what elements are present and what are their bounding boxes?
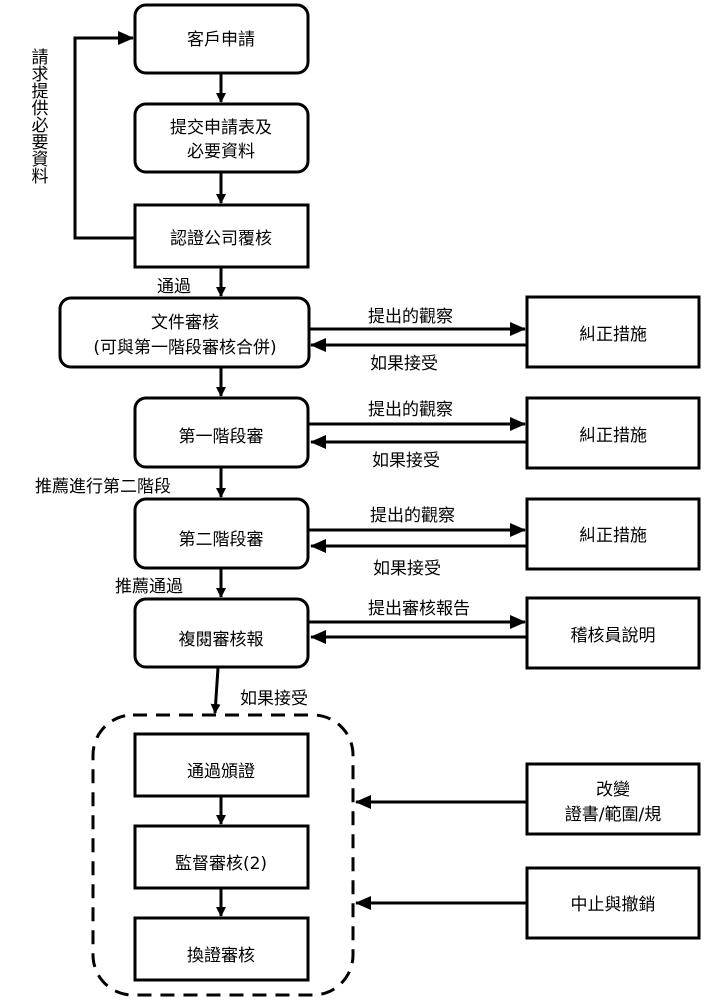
vertical-arrows (210, 74, 226, 917)
submit-line1-text: 提交申請表及 (170, 118, 272, 138)
box-customer-apply: 客戶申請 (133, 3, 310, 75)
label-recommend-stage2: 推薦進行第二階段 (35, 477, 171, 497)
surveillance-text: 監督審核(2) (175, 854, 267, 874)
corrective1-text: 糾正措施 (579, 325, 647, 345)
change-line1-text: 改變 (596, 780, 630, 800)
cert-review-text: 認證公司覆核 (170, 229, 272, 249)
arrow-report-to-certified (210, 667, 221, 714)
label-recommend-pass: 推薦通過 (115, 577, 183, 597)
box-surveillance-audit: 監督審核(2) (133, 824, 310, 890)
corrective2-text: 糾正措施 (579, 426, 647, 446)
box-change-certificate: 改變 證書/範圍/規 (525, 762, 701, 836)
recertification-text: 換證審核 (187, 946, 255, 966)
pass-certificate-text: 通過頒證 (187, 762, 255, 782)
label-raised-observations-1: 提出的觀察 (368, 307, 453, 327)
horizontal-arrows (309, 322, 527, 910)
request-more-label: 請求提供必要資料 (31, 48, 49, 187)
box-review-report: 複閱審核報 (133, 597, 310, 669)
label-if-accepted-3: 如果接受 (373, 559, 441, 579)
label-raised-observations-3: 提出的觀察 (370, 506, 455, 526)
box-stage1-audit: 第一階段審 (133, 396, 310, 469)
box-stage2-audit: 第二階段審 (133, 497, 310, 570)
stage2-text: 第二階段審 (179, 530, 264, 550)
label-pass: 通過 (157, 277, 191, 297)
doc-review-line1-text: 文件審核 (151, 313, 219, 333)
change-line2-text: 證書/範圍/規 (565, 805, 661, 825)
box-auditor-explanation: 稽核員說明 (525, 596, 701, 670)
box-recertification-audit: 換證審核 (133, 916, 310, 982)
box-corrective-action-1: 糾正措施 (525, 295, 701, 369)
box-corrective-action-3: 糾正措施 (525, 497, 701, 571)
label-if-accepted-2: 如果接受 (372, 451, 440, 471)
label-raised-observations-2: 提出的觀察 (368, 400, 453, 420)
box-suspend-revoke: 中止與撤銷 (525, 866, 701, 940)
corrective3-text: 糾正措施 (579, 526, 647, 546)
box-corrective-action-2: 糾正措施 (525, 396, 701, 470)
box-submit-application: 提交申請表及 必要資料 (133, 102, 310, 174)
stage1-text: 第一階段審 (179, 427, 264, 447)
arrow-request-more-info-loop (73, 31, 135, 240)
submit-line2-text: 必要資料 (187, 142, 255, 162)
auditor-explain-text: 稽核員說明 (571, 626, 656, 646)
review-report-text: 複閱審核報 (179, 630, 264, 650)
box-cert-review: 認證公司覆核 (133, 203, 310, 269)
doc-review-line2-text: (可與第一階段審核合併) (93, 338, 276, 358)
label-raise-audit-report: 提出審核報告 (368, 599, 470, 619)
customer-apply-text: 客戶申請 (187, 30, 255, 50)
label-if-accepted-4: 如果接受 (240, 689, 308, 709)
box-document-review: 文件審核 (可與第一階段審核合併) (58, 296, 311, 369)
label-if-accepted-1: 如果接受 (370, 354, 438, 374)
box-pass-certificate: 通過頒證 (133, 732, 310, 798)
suspend-revoke-text: 中止與撤銷 (571, 895, 656, 915)
